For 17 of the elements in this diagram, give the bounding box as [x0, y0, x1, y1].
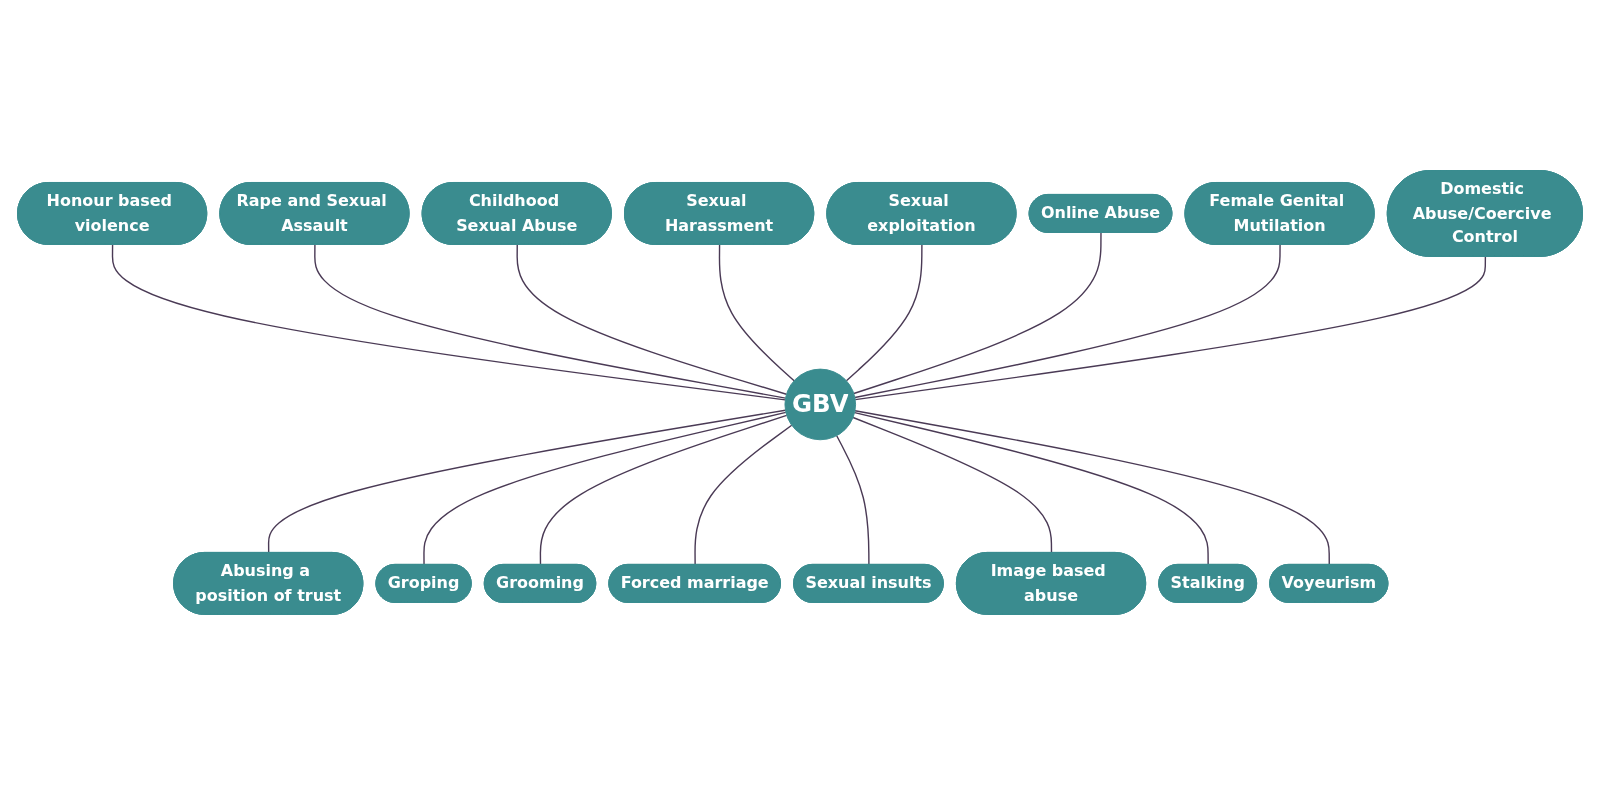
connector [539, 414, 788, 566]
connector [854, 410, 1330, 566]
connector [853, 411, 1209, 566]
connector [267, 409, 787, 554]
connector [852, 416, 1053, 554]
connector [423, 411, 787, 566]
connector [854, 244, 1281, 399]
connector [718, 244, 795, 382]
node-circle: GBV [784, 368, 857, 441]
connector [853, 232, 1102, 395]
connector [111, 244, 786, 401]
connector [516, 244, 788, 395]
connector [694, 424, 793, 566]
connector [854, 256, 1487, 401]
connector [836, 435, 870, 566]
connector [845, 244, 923, 382]
connector [314, 244, 787, 399]
